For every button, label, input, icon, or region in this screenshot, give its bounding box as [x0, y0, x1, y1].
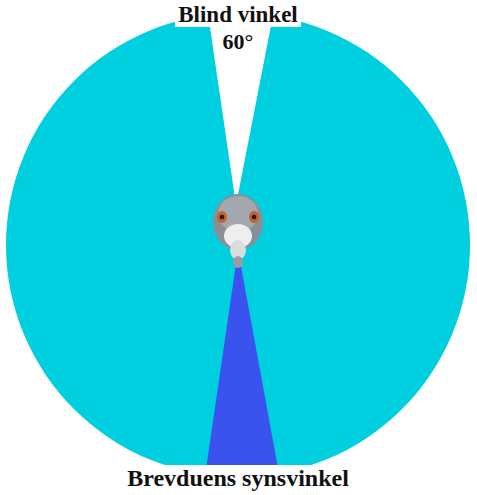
blind-angle-wedge [206, 0, 276, 205]
angle-value: 60° [220, 30, 257, 54]
binocular-field [203, 250, 282, 490]
pigeon-head [213, 194, 263, 268]
blind-angle-label: Blind vinkel [175, 2, 301, 27]
figure-caption: Brevduens synsvinkel [124, 465, 352, 491]
